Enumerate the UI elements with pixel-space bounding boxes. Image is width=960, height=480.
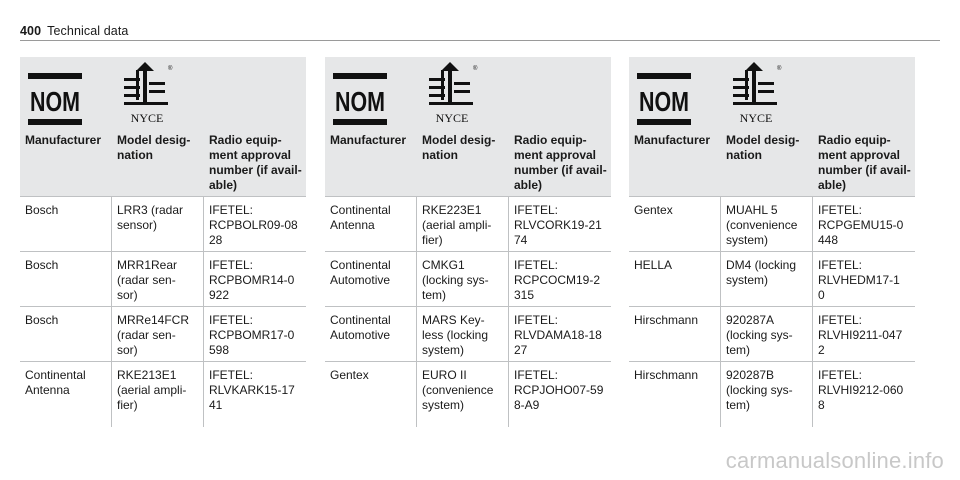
table-row: HELLA DM4 (locking system) IFETEL: RLVHEDM… [629,251,915,307]
model-cell: MRR1Rear (radar sen- sor) [117,258,178,302]
table-row: Continental Automotive MARS Key- less (lo… [325,306,611,362]
column-header: Model desig- nation [422,133,496,162]
svg-text:NYCE: NYCE [740,111,773,125]
model-cell: RKE213E1 (aerial ampli- fier) [117,368,187,412]
svg-text:NOM: NOM [30,86,80,117]
svg-text:®: ® [777,65,782,72]
approval-number-cell: IFETEL: RCPBOMR17-0 598 [209,313,295,357]
manufacturer-cell: Continental Antenna [25,368,86,397]
svg-text:NYCE: NYCE [131,111,164,125]
manufacturer-cell: Gentex [330,368,369,382]
column-header: Manufacturer [634,133,711,147]
model-cell: 920287B (locking sys- tem) [726,368,793,412]
approval-number-cell: IFETEL: RLVKARK15-17 41 [209,368,295,412]
svg-text:®: ® [168,65,173,72]
model-cell: RKE223E1 (aerial ampli- fier) [422,203,492,247]
column-header: Manufacturer [25,133,102,147]
table-row: Hirschmann 920287B (locking sys- tem) IFET… [629,361,915,428]
column-divider [416,196,417,427]
column-divider [203,196,204,427]
watermark: carmanualsonline.info [725,448,944,473]
column-header: Model desig- nation [117,133,191,162]
table-row: Bosch LRR3 (radar sensor) IFETEL: RCPBOLR0… [20,196,306,252]
approval-number-cell: IFETEL: RCPJOHO07-59 8-A9 [514,368,604,412]
manufacturer-cell: Hirschmann [634,313,699,327]
model-cell: 920287A (locking sys- tem) [726,313,793,357]
column-header: Radio equip- ment approval number (if av… [818,133,911,192]
table-header: NOM ® NYCE Manufacturer Model desig- nation R… [629,57,915,196]
manufacturer-cell: Bosch [25,313,59,327]
table-row: Bosch MRRe14FCR (radar sen- sor) IFETEL: R… [20,306,306,362]
svg-text:®: ® [473,65,478,72]
column-divider [812,196,813,427]
manufacturer-cell: Continental Automotive [330,313,391,342]
column-header: Model desig- nation [726,133,800,162]
column-header: Radio equip- ment approval number (if av… [514,133,607,192]
svg-text:NOM: NOM [639,86,689,117]
nyce-logo-icon: ® NYCE [733,62,782,125]
svg-text:NYCE: NYCE [436,111,469,125]
model-cell: MARS Key- less (locking system) [422,313,489,357]
approval-number-cell: IFETEL: RLVHI9211-047 2 [818,313,903,357]
column-divider [508,196,509,427]
table-header: NOM ® NYCE Manufacturer Model desig- nation R… [20,57,306,196]
manufacturer-cell: HELLA [634,258,673,272]
manufacturer-cell: Continental Automotive [330,258,391,287]
column-divider [720,196,721,427]
approval-number-cell: IFETEL: RCPGEMU15-0 448 [818,203,904,247]
approval-table-3: NOM ® NYCE Manufacturer Model desig- nation R… [629,57,915,427]
approval-number-cell: IFETEL: RLVCORK19-21 74 [514,203,602,247]
column-header: Manufacturer [330,133,407,147]
page-title: Technical data [47,24,129,38]
approval-number-cell: IFETEL: RLVHEDM17-1 0 [818,258,900,302]
model-cell: MRRe14FCR (radar sen- sor) [117,313,190,357]
approval-number-cell: IFETEL: RLVHI9212-060 8 [818,368,904,412]
manufacturer-cell: Bosch [25,258,59,272]
page-number: 400 [20,24,42,38]
nyce-logo-icon: ® NYCE [429,62,478,125]
approval-number-cell: IFETEL: RLVDAMA18-18 27 [514,313,602,357]
approval-number-cell: IFETEL: RCPBOMR14-0 922 [209,258,295,302]
table-row: Continental Automotive CMKG1 (locking sys… [325,251,611,307]
model-cell: LRR3 (radar sensor) [117,203,184,232]
nom-logo-icon: NOM [637,73,691,125]
table-row: Hirschmann 920287A (locking sys- tem) IFET… [629,306,915,362]
table-row: Gentex EURO II (convenience system) IFETEL… [325,361,611,428]
manufacturer-cell: Gentex [634,203,673,217]
table-row: Continental Antenna RKE213E1 (aerial ampl… [20,361,306,428]
approval-number-cell: IFETEL: RCPCOCM19-2 315 [514,258,601,302]
model-cell: DM4 (locking system) [726,258,797,287]
header-rule [20,40,940,41]
table-row: Gentex MUAHL 5 (convenience system) IFETEL… [629,196,915,252]
manufacturer-cell: Hirschmann [634,368,699,382]
manufacturer-cell: Continental Antenna [330,203,391,232]
table-header: NOM ® NYCE Manufacturer Model desig- nation R… [325,57,611,196]
nom-logo-icon: NOM [333,73,387,125]
manufacturer-cell: Bosch [25,203,59,217]
table-row: Continental Antenna RKE223E1 (aerial ampl… [325,196,611,252]
column-divider [111,196,112,427]
table-row: Bosch MRR1Rear (radar sen- sor) IFETEL: RC… [20,251,306,307]
nyce-logo-icon: ® NYCE [124,62,173,125]
column-header: Radio equip- ment approval number (if av… [209,133,302,192]
model-cell: MUAHL 5 (convenience system) [726,203,798,247]
page-header: 400 Technical data [20,24,128,38]
nom-logo-icon: NOM [28,73,82,125]
model-cell: CMKG1 (locking sys- tem) [422,258,489,302]
model-cell: EURO II (convenience system) [422,368,494,412]
svg-text:NOM: NOM [335,86,385,117]
approval-number-cell: IFETEL: RCPBOLR09-08 28 [209,203,298,247]
